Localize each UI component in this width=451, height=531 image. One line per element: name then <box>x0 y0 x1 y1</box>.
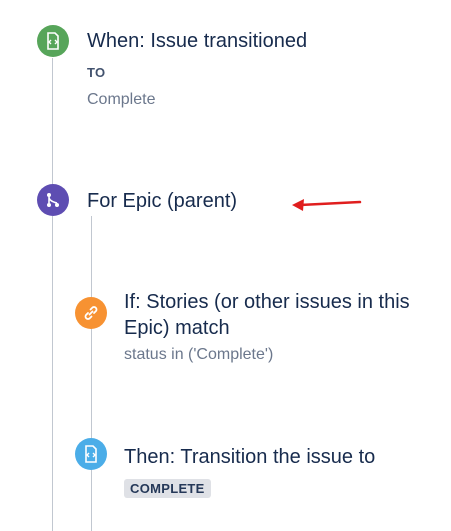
main-timeline-line-lower <box>52 216 53 531</box>
annotation-arrow <box>292 199 362 211</box>
action-title[interactable]: Then: Transition the issue to <box>124 446 376 468</box>
action-icon[interactable] <box>75 438 107 470</box>
status-lozenge: COMPLETE <box>124 479 211 498</box>
link-icon[interactable] <box>75 297 107 329</box>
condition-detail: status in ('Complete') <box>124 346 274 363</box>
main-timeline-line <box>52 58 53 188</box>
trigger-field-label: TO <box>87 65 106 80</box>
condition-title-line1[interactable]: If: Stories (or other issues in this <box>124 291 410 313</box>
condition-title-line2[interactable]: Epic) match <box>124 317 230 339</box>
branch-title[interactable]: For Epic (parent) <box>87 190 238 212</box>
branch-icon[interactable] <box>37 184 69 216</box>
trigger-icon[interactable] <box>37 25 69 57</box>
trigger-field-value: Complete <box>87 91 156 108</box>
branch-timeline-line <box>91 216 92 531</box>
trigger-title[interactable]: When: Issue transitioned <box>87 30 308 52</box>
